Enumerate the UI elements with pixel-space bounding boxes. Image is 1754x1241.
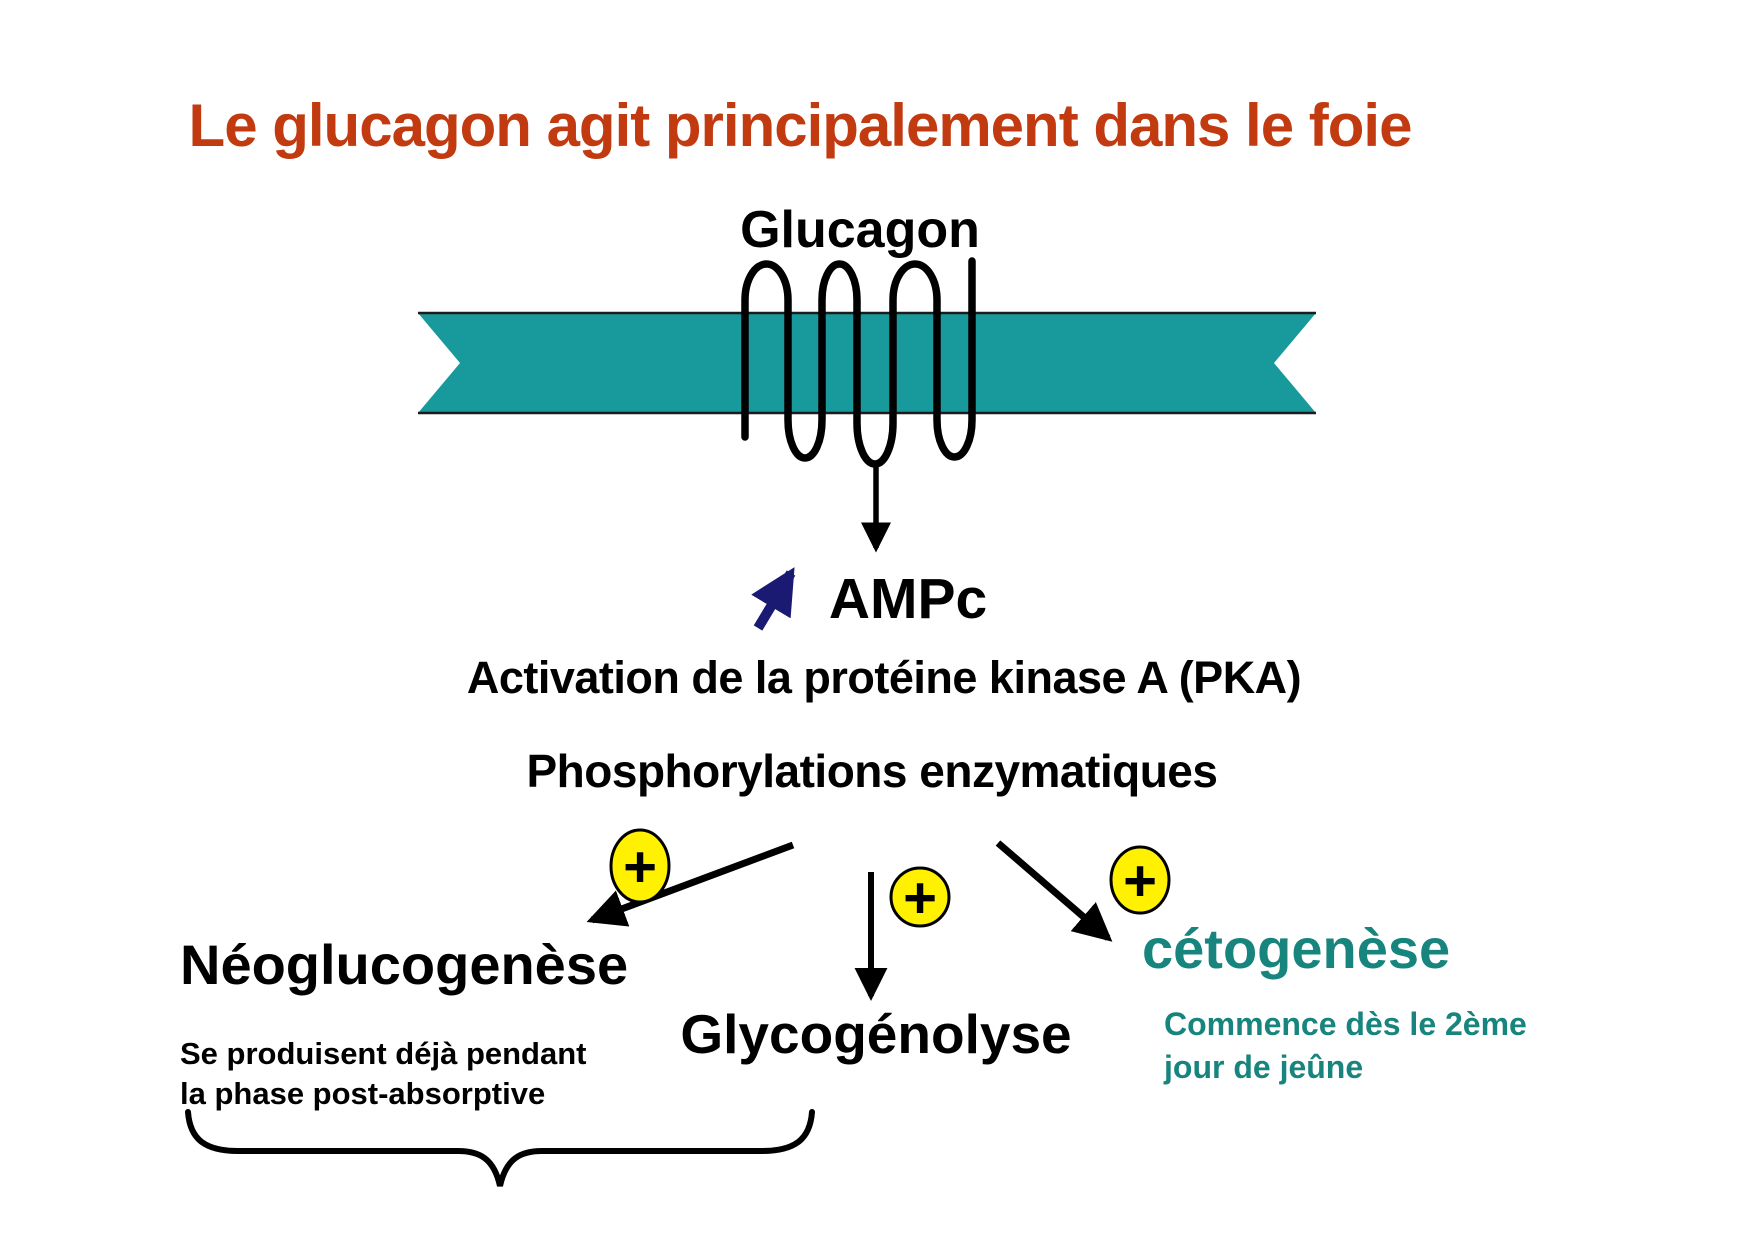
plus-sign: +: [623, 835, 657, 900]
outcome-neoglucogenese-label: Néoglucogenèse: [180, 933, 629, 996]
grouping-brace: [185, 1109, 815, 1187]
cascade-step-pka: Activation de la protéine kinase A (PKA): [466, 652, 1302, 703]
second-messenger-label: AMPc: [828, 567, 988, 631]
plus-sign: +: [903, 866, 937, 931]
outcome-cetogenese-label: cétogenèse: [1142, 917, 1451, 980]
outcome-cetogenese-note: Commence dès le 2ème jour de jeûne: [1164, 1003, 1527, 1089]
plus-badge-cetogenese: +: [1109, 845, 1171, 915]
plus-badge-neoglucogenese: +: [609, 828, 671, 904]
receptor-serpentine-icon: [741, 257, 976, 468]
note-line: Se produisent déjà pendant: [180, 1036, 587, 1071]
arrow-to-cetogenese: [995, 840, 1113, 942]
plus-badge-glycogenolyse: +: [889, 866, 951, 931]
outcome-glycogenolyse-label: Glycogénolyse: [680, 1003, 1072, 1065]
cascade-step-phosphorylations: Phosphorylations enzymatiques: [526, 745, 1218, 797]
note-line: jour de jeûne: [1164, 1049, 1364, 1085]
plus-sign: +: [1123, 849, 1157, 914]
outcome-neoglucogenese-note: Se produisent déjà pendant la phase post…: [180, 1034, 587, 1114]
slide-title: Le glucagon agit principalement dans le …: [188, 92, 1413, 159]
ligand-label: Glucagon: [740, 201, 980, 259]
ampc-increase-arrow: [751, 567, 796, 631]
membrane-band: [418, 313, 1316, 413]
note-line: Commence dès le 2ème: [1164, 1006, 1527, 1042]
arrow-to-neoglucogenese: [586, 841, 795, 927]
note-line: la phase post-absorptive: [180, 1076, 546, 1111]
